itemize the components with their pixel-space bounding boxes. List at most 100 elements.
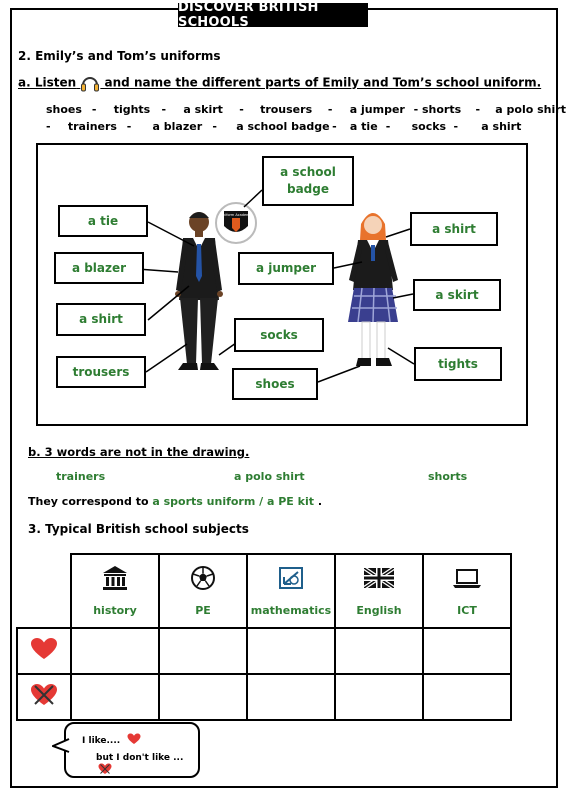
uk-flag-icon <box>336 565 422 591</box>
correspond-post: . <box>317 495 323 508</box>
instruction-b: b. 3 words are not in the drawing. <box>28 445 250 459</box>
label-tom-shirt: a shirt <box>56 303 146 336</box>
bubble-dislike-text: but I don't like ... <box>96 753 184 763</box>
word-bank-item: a polo shirt <box>495 103 566 116</box>
page-title: DISCOVER BRITISH SCHOOLS <box>178 0 368 30</box>
bubble-like-text: I like.... <box>82 736 121 746</box>
correspond-sentence: They correspond to a sports uniform / a … <box>28 495 322 508</box>
missing-word: shorts <box>428 470 468 483</box>
word-bank-separator: - <box>453 120 459 133</box>
subject-name: English <box>356 604 402 617</box>
label-skirt: a skirt <box>413 279 501 311</box>
bubble-like-line: I like.... <box>82 733 141 748</box>
label-trousers: trousers <box>56 356 146 388</box>
word-bank-separator: - <box>332 120 337 133</box>
subject-pe: PE <box>158 553 248 629</box>
label-school-badge: a school badge <box>262 156 354 206</box>
answer-cell[interactable] <box>70 627 160 675</box>
headphones-icon <box>80 74 100 92</box>
word-bank-item: shoes <box>46 103 82 116</box>
subject-english: English <box>334 553 424 629</box>
speech-bubble-tail <box>52 738 70 753</box>
label-shoes: shoes <box>232 368 318 400</box>
subject-ict: ICT <box>422 553 512 629</box>
answer-cell[interactable] <box>246 627 336 675</box>
crossed-heart-icon <box>98 763 112 778</box>
label-emily-shirt: a shirt <box>410 212 498 246</box>
word-bank-item: trousers <box>260 103 313 116</box>
label-tie: a tie <box>58 205 148 237</box>
label-jumper: a jumper <box>238 252 334 285</box>
answer-cell[interactable] <box>334 673 424 721</box>
missing-word: trainers <box>56 470 106 483</box>
speech-bubble: I like.... but I don't like ... <box>52 722 200 778</box>
dislike-row <box>16 673 512 721</box>
like-row <box>16 627 512 675</box>
subjects-header-row: history PE mathematics English ICT <box>17 553 512 629</box>
football-icon <box>160 565 246 591</box>
label-tights: tights <box>414 347 502 381</box>
subject-mathematics: mathematics <box>246 553 336 629</box>
school-badge-illustration: Uniform Academy <box>215 202 257 244</box>
geometry-icon <box>248 565 334 591</box>
word-bank-item: a jumper <box>349 103 405 116</box>
building-columns-icon <box>72 565 158 591</box>
word-bank-separator: - <box>46 120 51 133</box>
answer-cell[interactable] <box>246 673 336 721</box>
like-row-header <box>16 627 72 675</box>
laptop-icon <box>424 565 510 591</box>
dislike-row-header <box>16 673 72 721</box>
correspond-answer: a sports uniform / a PE kit <box>152 495 314 508</box>
answer-cell[interactable] <box>422 627 512 675</box>
word-bank-item: a shirt <box>481 120 522 133</box>
emily-figure <box>348 213 398 366</box>
heart-icon <box>127 733 141 748</box>
instruction-a: a. Listen and name the different parts o… <box>18 74 541 92</box>
word-bank-separator: - <box>161 103 167 116</box>
subject-name: PE <box>195 604 211 617</box>
uniform-picture-frame <box>36 143 528 426</box>
word-bank-separator: - <box>239 103 244 116</box>
correspond-pre: They correspond to <box>28 495 149 508</box>
bubble-dislike-line: but I don't like ... <box>96 753 198 778</box>
word-bank-item: socks <box>411 120 447 133</box>
word-bank-separator: - <box>475 103 481 116</box>
subject-name: history <box>93 604 137 617</box>
tom-figure <box>175 212 223 370</box>
instruction-a-pre: a. Listen <box>18 75 77 90</box>
word-bank-item: tights <box>113 103 151 116</box>
subject-name: mathematics <box>250 604 332 617</box>
subjects-table: history PE mathematics English ICT <box>16 553 512 721</box>
answer-cell[interactable] <box>422 673 512 721</box>
word-bank-item: a blazer <box>152 120 203 133</box>
label-blazer: a blazer <box>54 252 144 284</box>
badge-text: Uniform Academy <box>220 213 251 217</box>
word-bank-item: a school badge <box>236 120 330 133</box>
word-bank-item: trainers <box>67 120 117 133</box>
word-bank-separator: - <box>126 120 132 133</box>
heart-icon <box>30 638 58 665</box>
word-bank-item: - shorts <box>413 103 462 116</box>
label-socks: socks <box>234 318 324 352</box>
word-bank-line-1: shoes - tights - a skirt - trousers - a … <box>46 103 566 116</box>
word-bank-item: a tie <box>349 120 378 133</box>
answer-cell[interactable] <box>158 627 248 675</box>
section-2-heading: 2. Emily’s and Tom’s uniforms <box>18 49 221 63</box>
word-bank-item: a skirt <box>183 103 223 116</box>
word-bank-line-2: - trainers - a blazer - a school badge -… <box>46 120 521 133</box>
subject-history: history <box>70 553 160 629</box>
section-3-heading: 3. Typical British school subjects <box>28 522 249 536</box>
answer-cell[interactable] <box>158 673 248 721</box>
empty-corner-cell <box>17 554 71 628</box>
word-bank-separator: - <box>91 103 97 116</box>
word-bank-separator: - <box>327 103 333 116</box>
instruction-a-post: and name the different parts of Emily an… <box>104 75 542 90</box>
word-bank-separator: - <box>385 120 391 133</box>
subject-name: ICT <box>457 604 477 617</box>
missing-word: a polo shirt <box>234 470 305 483</box>
crossed-heart-icon <box>30 684 58 711</box>
answer-cell[interactable] <box>334 627 424 675</box>
word-bank-separator: - <box>212 120 217 133</box>
answer-cell[interactable] <box>70 673 160 721</box>
